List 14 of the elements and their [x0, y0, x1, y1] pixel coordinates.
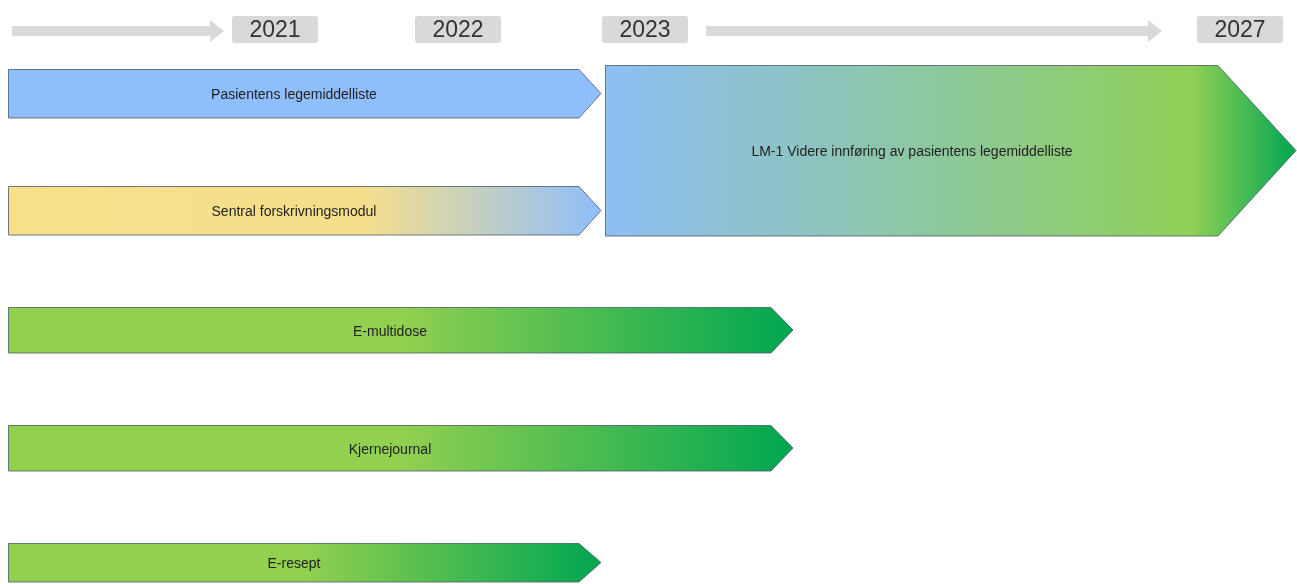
year-label: 2022: [432, 16, 484, 43]
bar-label: E-resept: [267, 555, 321, 571]
year-box: [415, 16, 501, 43]
bar-label: Pasientens legemiddelliste: [211, 86, 377, 102]
year-label: 2023: [619, 16, 671, 43]
year-label: 2021: [249, 16, 301, 43]
bar-label: Sentral forskrivningsmodul: [211, 203, 377, 219]
year-box: [232, 16, 318, 43]
year-box: [602, 16, 688, 43]
year-label: 2027: [1214, 16, 1266, 43]
year-box: [1197, 16, 1283, 43]
bar-label: LM-1 Videre innføring av pasientens legemiddelliste: [751, 143, 1073, 159]
bar-label: Kjernejournal: [348, 440, 432, 457]
bar-label: E-multidose: [353, 322, 427, 339]
